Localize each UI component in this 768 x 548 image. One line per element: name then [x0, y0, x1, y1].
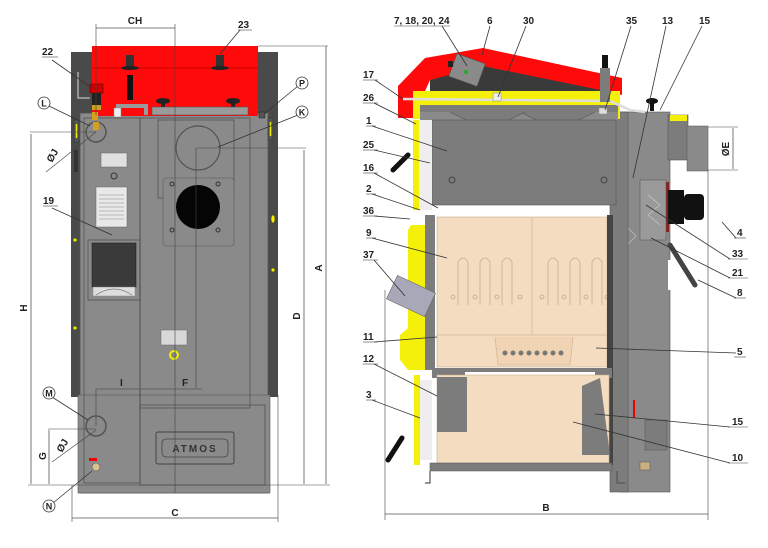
- lower-door: [414, 375, 420, 465]
- svg-text:37: 37: [363, 250, 375, 261]
- callout-26: 26: [363, 93, 417, 125]
- nozzle-5: [494, 336, 574, 366]
- valve-22: [89, 83, 104, 94]
- callout-16: 16: [363, 163, 439, 209]
- svg-text:25: 25: [363, 140, 375, 151]
- callout-23: 23: [238, 20, 250, 31]
- callout-15-top: 15: [659, 16, 711, 111]
- dim-F: F: [182, 378, 188, 389]
- callout-36: 36: [363, 206, 411, 220]
- cross-section-view: B ØE 7, 18, 20, 24 6 30 35 13 15: [363, 16, 748, 520]
- svg-text:L: L: [41, 99, 47, 109]
- callout-11: 11: [363, 332, 438, 343]
- svg-text:35: 35: [626, 16, 638, 27]
- callout-9: 9: [366, 228, 448, 259]
- svg-text:K: K: [299, 108, 306, 118]
- callout-5: 5: [595, 347, 746, 358]
- svg-text:10: 10: [732, 453, 744, 464]
- callout-22: 22: [42, 47, 54, 58]
- svg-text:5: 5: [737, 347, 743, 358]
- svg-text:36: 36: [363, 206, 375, 217]
- callout-2: 2: [366, 184, 421, 211]
- svg-text:15: 15: [699, 16, 711, 27]
- rating-plate-small: [100, 152, 128, 168]
- upper-door: [413, 120, 419, 210]
- dim-B: B: [542, 503, 549, 514]
- dim-H: H: [19, 304, 30, 311]
- svg-text:21: 21: [732, 268, 744, 279]
- dim-C: C: [171, 508, 178, 519]
- dim-A: A: [314, 264, 325, 271]
- callout-10: 10: [572, 421, 748, 464]
- svg-text:30: 30: [523, 16, 535, 27]
- callout-1: 1: [366, 116, 448, 152]
- svg-text:15: 15: [732, 417, 744, 428]
- dim-E: ØE: [721, 141, 732, 156]
- callout-25: 25: [363, 140, 431, 164]
- svg-text:16: 16: [363, 163, 375, 174]
- circle-callout-L: L: [37, 96, 91, 127]
- svg-text:8: 8: [737, 288, 743, 299]
- callout-35: 35: [604, 16, 638, 111]
- svg-text:26: 26: [363, 93, 375, 104]
- dim-I: I: [120, 378, 123, 389]
- fan-motor-4: [684, 194, 704, 220]
- callout-37: 37: [363, 250, 406, 297]
- svg-text:33: 33: [732, 249, 744, 260]
- fan-opening: [176, 185, 220, 229]
- rear-view: ATMOS CH A D H C I F G ØJ ØJ 22: [19, 16, 330, 522]
- dim-CH: CH: [128, 16, 142, 27]
- top-fitting-left: [126, 55, 134, 67]
- dim-G: G: [38, 452, 49, 460]
- svg-text:4: 4: [737, 228, 743, 239]
- heat-exchanger-1: [431, 119, 617, 206]
- svg-text:13: 13: [662, 16, 674, 27]
- svg-text:P: P: [299, 79, 305, 89]
- svg-text:9: 9: [366, 228, 372, 239]
- callout-17: 17: [363, 70, 404, 100]
- callout-33: 33: [645, 204, 748, 260]
- dim-J-lower: ØJ: [55, 437, 71, 454]
- svg-text:17: 17: [363, 70, 375, 81]
- callout-3: 3: [366, 390, 421, 419]
- flue-outlet-E: [667, 114, 689, 161]
- svg-text:6: 6: [487, 16, 493, 27]
- callout-6: 6: [481, 16, 493, 56]
- callout-30: 30: [497, 16, 535, 98]
- callout-21: 21: [650, 237, 748, 279]
- circle-callout-M: M: [42, 386, 89, 421]
- callout-7-18-20-24: 7, 18, 20, 24: [394, 16, 468, 67]
- air-damper-37: [386, 274, 436, 318]
- callout-12: 12: [363, 354, 438, 397]
- drain-N: [91, 462, 101, 472]
- top-fitting-right: [216, 55, 224, 67]
- circle-callout-P: P: [263, 76, 309, 115]
- svg-text:12: 12: [363, 354, 375, 365]
- svg-text:7, 18, 20, 24: 7, 18, 20, 24: [394, 16, 450, 27]
- atmos-plate: [155, 431, 235, 465]
- door-handle-lower: [385, 435, 405, 463]
- fan-cover: [91, 242, 137, 288]
- circle-callout-K: K: [217, 105, 309, 148]
- svg-text:11: 11: [363, 332, 374, 343]
- svg-text:1: 1: [366, 116, 372, 127]
- callout-19: 19: [43, 196, 55, 207]
- callout-15-bottom: 15: [594, 413, 748, 428]
- svg-text:M: M: [45, 389, 53, 399]
- svg-text:2: 2: [366, 184, 372, 195]
- combustion-chamber-9: [436, 216, 608, 340]
- circle-callout-N: N: [42, 470, 93, 513]
- brand-name: ATMOS: [172, 444, 217, 455]
- svg-text:N: N: [46, 502, 53, 512]
- callout-8: 8: [697, 279, 746, 299]
- callout-4: 4: [721, 221, 746, 239]
- callout-13: 13: [632, 16, 674, 179]
- svg-text:3: 3: [366, 390, 372, 401]
- dim-D: D: [292, 312, 303, 319]
